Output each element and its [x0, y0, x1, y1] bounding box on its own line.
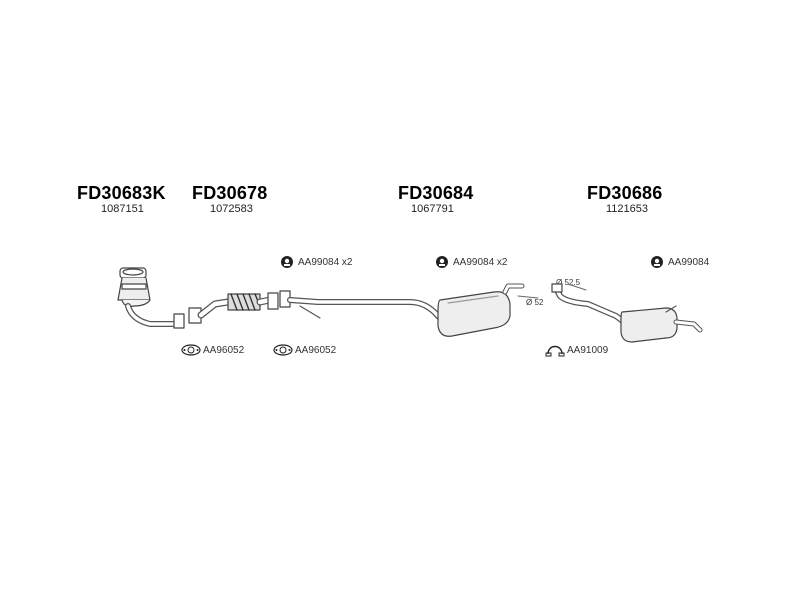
oem-code-catalyst: 1087151 — [101, 203, 144, 215]
gasket-icon — [273, 344, 293, 356]
middle-silencer-drawing — [279, 283, 539, 337]
dimension-label-52-5: Ø 52.5 — [556, 278, 581, 287]
accessory-label-gasket-2: AA96052 — [295, 345, 337, 356]
accessory-label-mount-1: AA99084 x2 — [298, 257, 353, 268]
part-code-rear-silencer: FD30686 — [587, 183, 663, 203]
rear-silencer-drawing — [551, 283, 703, 343]
front-pipe-drawing — [188, 292, 279, 324]
gasket-icon — [181, 344, 201, 356]
accessory-label-gasket-1: AA96052 — [203, 345, 245, 356]
accessory-label-mount-3: AA99084 — [668, 257, 710, 268]
part-code-middle-silencer: FD30684 — [398, 183, 474, 203]
rubber-mount-icon — [281, 256, 293, 268]
part-code-front-pipe: FD30678 — [192, 183, 268, 203]
accessory-label-mount-2: AA99084 x2 — [453, 257, 508, 268]
dimension-label-52: Ø 52 — [526, 298, 544, 307]
oem-code-front-pipe: 1072583 — [210, 203, 253, 215]
rubber-mount-icon — [436, 256, 448, 268]
oem-code-rear-silencer: 1121653 — [606, 203, 649, 215]
catalytic-converter-drawing — [117, 267, 185, 329]
accessory-label-clamp: AA91009 — [567, 345, 609, 356]
rubber-mount-icon — [651, 256, 663, 268]
clamp-icon — [545, 345, 565, 357]
part-code-catalyst: FD30683K — [77, 183, 166, 203]
oem-code-middle-silencer: 1067791 — [411, 203, 454, 215]
